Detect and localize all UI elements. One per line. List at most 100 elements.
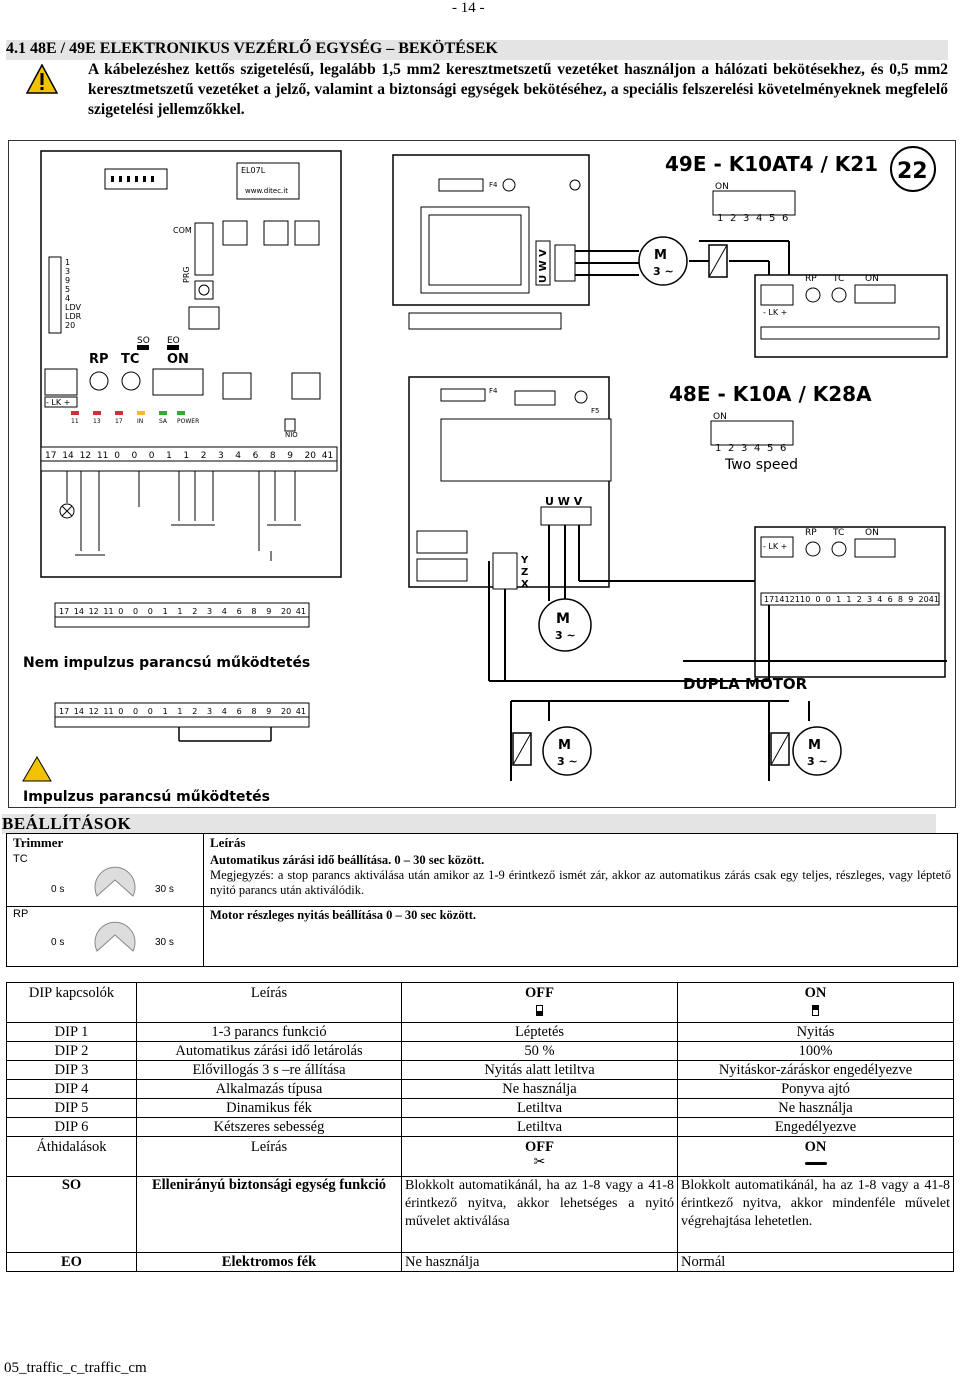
dip-3-off: Nyitás alatt letiltva	[401, 1060, 678, 1080]
wiring-diagram-svg: EL07L www.ditec.it COM PRG 1 3 9 5 4 LDV…	[22, 146, 948, 805]
tc-desc-bold: Automatikus zárási idő beállítása. 0 – 3…	[210, 853, 485, 867]
terminal-strip2-7: 1	[163, 607, 168, 616]
prg-label: PRG	[182, 266, 191, 283]
terminal-strip4-6: 0	[826, 595, 831, 604]
terminal-strip3-14: 9	[266, 707, 271, 716]
nem-impulzus-label: Nem impulzus parancsú működtetés	[23, 655, 310, 671]
terminal-strip3-4: 0	[118, 707, 123, 716]
side-label-ldv: LDV	[65, 303, 81, 312]
terminal-left-16: 41	[322, 451, 333, 461]
dip-3: DIP 3	[6, 1060, 137, 1080]
rp-label-48e: RP	[805, 528, 817, 538]
dip-4-desc: Alkalmazás típusa	[136, 1079, 402, 1099]
terminal-left-11: 4	[235, 451, 241, 461]
dip-2: DIP 2	[6, 1041, 137, 1061]
wiring-diagram: EL07L www.ditec.it COM PRG 1 3 9 5 4 LDV…	[8, 140, 956, 808]
terminal-strip2-16: 41	[296, 607, 306, 616]
terminal-strip3-13: 8	[251, 707, 256, 716]
terminal-strip3-16: 41	[296, 707, 306, 716]
jumper-header-name: Áthidalások	[6, 1136, 137, 1177]
dip49e-num-0: 1	[717, 213, 723, 224]
terminal-left-13: 8	[270, 451, 276, 461]
trimmer-tc-desc: Automatikus zárási idő beállítása. 0 – 3…	[203, 852, 958, 907]
table-row: SO Ellenirányú biztonsági egység funkció…	[6, 1176, 954, 1253]
terminal-strip3-11: 4	[222, 707, 227, 716]
jumper-eo-on: Normál	[677, 1252, 954, 1272]
so-label: SO	[137, 336, 150, 346]
dip-4: DIP 4	[6, 1079, 137, 1099]
model-49e-label: 49E - K10AT4 / K21	[665, 152, 878, 176]
terminal-strip2-5: 0	[133, 607, 138, 616]
dip-on-label: ON	[804, 985, 827, 1001]
jumper-off-label: OFF	[525, 1139, 554, 1155]
dip48e-num-1: 2	[728, 443, 734, 454]
jumper-header-on: ON	[677, 1136, 954, 1177]
dip-header-desc: Leírás	[136, 982, 402, 1023]
jumper-on-icon	[804, 1162, 827, 1165]
dip-header-on: ON	[677, 982, 954, 1023]
terminal-strip4-14: 9	[908, 595, 913, 604]
led-17: 17	[115, 418, 123, 425]
jumper-so-desc: Ellenirányú biztonsági egység funkció	[136, 1176, 402, 1253]
table-row: EO Elektromos fék Ne használja Normál	[6, 1252, 954, 1272]
terminal-strip3-9: 2	[192, 707, 197, 716]
f5-label: F5	[591, 407, 599, 415]
z-label: Z	[521, 567, 528, 578]
terminal-strip3-6: 0	[148, 707, 153, 716]
side-label-ldr: LDR	[65, 312, 82, 321]
terminal-strip3-10: 3	[207, 707, 212, 716]
side-label-3: 3	[65, 267, 70, 276]
dip-2-off: 50 %	[401, 1041, 678, 1061]
terminal-left-4: 0	[114, 451, 120, 461]
trimmer-desc-header: Leírás	[203, 833, 958, 852]
dip49e-num-5: 6	[782, 213, 788, 224]
tc-max: 30 s	[155, 884, 174, 895]
dip-6-on: Engedélyezve	[677, 1117, 954, 1137]
rp-label: RP	[89, 352, 109, 367]
rp-max: 30 s	[155, 936, 174, 948]
tc-desc: Megjegyzés: a stop parancs aktiválása ut…	[210, 868, 951, 897]
eo-label: EO	[167, 336, 180, 346]
terminal-strip4-3: 11	[795, 595, 805, 604]
terminal-strip2-12: 6	[237, 607, 242, 616]
on-label-48e: ON	[713, 412, 727, 422]
terminal-left-3: 11	[97, 451, 108, 461]
led-13: 13	[93, 418, 101, 425]
dip48e-num-3: 4	[754, 443, 760, 454]
x-label: X	[521, 579, 529, 590]
terminal-strip2-6: 0	[148, 607, 153, 616]
terminal-strip2-1: 14	[74, 607, 84, 616]
jumper-on-label: ON	[804, 1139, 827, 1155]
dip48e-num-2: 3	[741, 443, 747, 454]
uwv-label-top: U W V	[538, 249, 549, 283]
dip-5-desc: Dinamikus fék	[136, 1098, 402, 1118]
trimmer-rp-cell: RP 0 s 30 s	[6, 905, 204, 967]
terminal-strip4-12: 6	[888, 595, 893, 604]
terminal-strip4-2: 12	[785, 595, 795, 604]
terminal-left-15: 20	[305, 451, 317, 461]
dip-4-off: Ne használja	[401, 1079, 678, 1099]
terminal-left-14: 9	[287, 451, 293, 461]
terminal-strip2-4: 0	[118, 607, 123, 616]
terminal-left-8: 1	[183, 451, 189, 461]
dip-header-name: DIP kapcsolók	[6, 982, 137, 1023]
motor-3-label: M	[558, 738, 571, 753]
tc-label-48e: TC	[832, 528, 844, 538]
dip49e-num-3: 4	[756, 213, 762, 224]
terminal-strip3-5: 0	[133, 707, 138, 716]
dip49e-num-4: 5	[769, 213, 775, 224]
dip-6: DIP 6	[6, 1117, 137, 1137]
badge-number: 22	[897, 159, 928, 184]
dip-6-off: Letiltva	[401, 1117, 678, 1137]
terminal-strip4-8: 1	[846, 595, 851, 604]
jumper-header-row: Áthidalások Leírás OFF✂ ON	[6, 1136, 954, 1177]
terminal-strip2-15: 20	[281, 607, 291, 616]
terminal-strip4-0: 17	[764, 595, 774, 604]
tc-min: 0 s	[51, 884, 65, 895]
terminal-strip3-8: 1	[177, 707, 182, 716]
two-speed-label: Two speed	[724, 457, 798, 473]
dip-6-desc: Kétszeres sebesség	[136, 1117, 402, 1137]
